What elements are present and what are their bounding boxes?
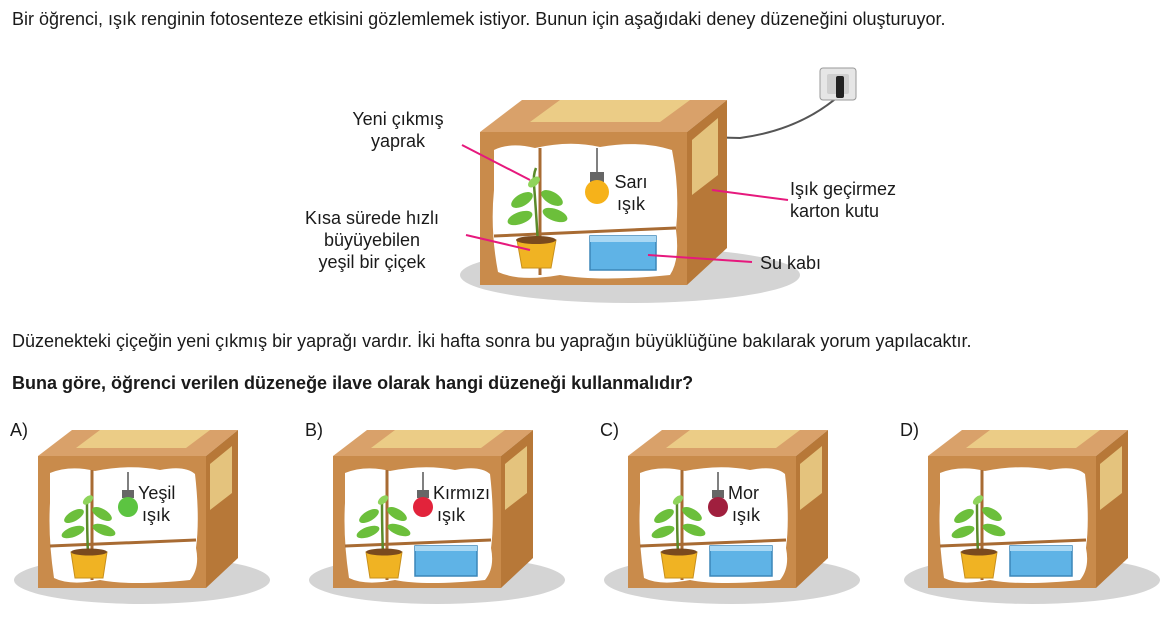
label-water: Su kabı	[760, 253, 822, 273]
yellow-bulb-icon	[585, 180, 609, 204]
pointer-plant	[465, 234, 531, 251]
option-letter: B)	[305, 420, 323, 440]
leaf	[511, 192, 533, 208]
pointer-leaf	[461, 144, 531, 181]
option-letter: D)	[900, 420, 919, 440]
flower-pot	[516, 239, 557, 269]
bulb-icon	[413, 497, 433, 517]
bulb-icon	[708, 497, 728, 517]
pointer-box	[711, 189, 789, 201]
question-prompt: Buna göre, öğrenci verilen düzeneğe ilav…	[12, 373, 694, 393]
option-d[interactable]: D)	[900, 418, 1160, 613]
question-intro: Bir öğrenci, ışık renginin fotosenteze e…	[12, 9, 946, 29]
pointer-water	[647, 254, 753, 263]
bulb-socket	[590, 172, 604, 182]
option-box-illustration	[604, 430, 860, 604]
option-letter: C)	[600, 420, 619, 440]
option-box-illustration	[14, 430, 270, 604]
question-description: Düzenekteki çiçeğin yeni çıkmış bir yapr…	[12, 331, 972, 351]
bulb-icon	[118, 497, 138, 517]
new-leaf	[528, 176, 540, 188]
wall-socket-icon	[819, 67, 857, 101]
option-box-illustration	[904, 430, 1160, 604]
option-box-illustration	[309, 430, 565, 604]
option-letter: A)	[10, 420, 28, 440]
